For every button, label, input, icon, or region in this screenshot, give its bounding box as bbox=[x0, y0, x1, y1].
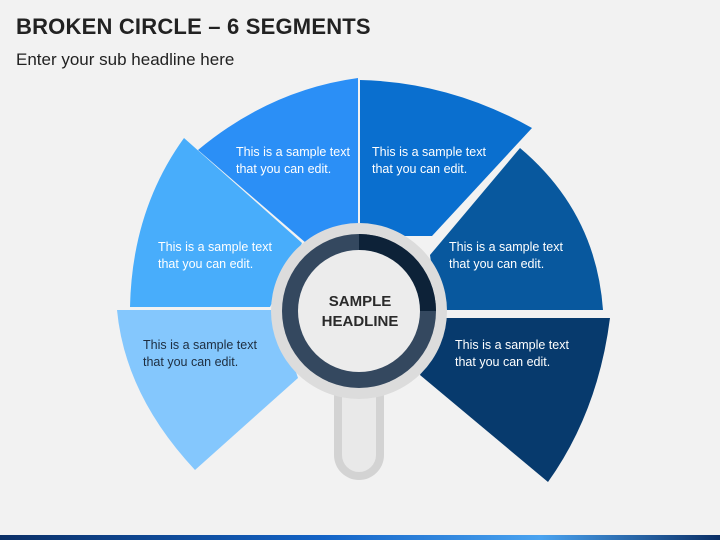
segment-top-left[interactable] bbox=[198, 78, 358, 248]
segment-left[interactable] bbox=[130, 138, 302, 307]
page-title: BROKEN CIRCLE – 6 SEGMENTS bbox=[16, 14, 371, 39]
segment-top-right[interactable] bbox=[360, 80, 532, 236]
magnifier-handle-inner bbox=[342, 380, 376, 472]
magnifier-inner-circle bbox=[298, 250, 420, 372]
magnifier-ring-accent bbox=[359, 234, 436, 311]
page-subtitle: Enter your sub headline here bbox=[16, 50, 235, 69]
bottom-accent-bar bbox=[0, 535, 720, 540]
segment-lower-right[interactable] bbox=[420, 318, 610, 482]
segment-right[interactable] bbox=[430, 148, 603, 310]
segment-lower-left[interactable] bbox=[117, 310, 298, 470]
